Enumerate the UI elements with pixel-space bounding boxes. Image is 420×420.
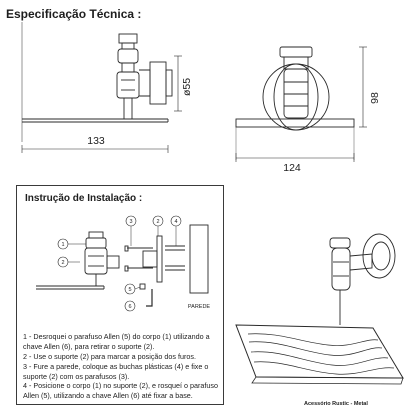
dimension-width: 124 — [283, 162, 301, 174]
installation-box — [16, 185, 224, 405]
front-view-drawing — [235, 46, 367, 162]
spec-title: Especificação Técnica : — [6, 7, 142, 21]
dimension-depth: 133 — [87, 135, 105, 147]
callout-2b: 2 — [61, 260, 64, 266]
installation-title: Instrução de Instalação : — [25, 193, 143, 204]
install-step-4: 4 - Posicione o corpo (1) no suporte (2)… — [23, 381, 218, 400]
callout-1: 1 — [61, 242, 64, 248]
callout-6: 6 — [128, 304, 131, 310]
dimension-diameter: ø55 — [181, 78, 193, 96]
product-illustration — [235, 233, 404, 385]
side-view-drawing — [21, 22, 182, 153]
install-step-1: 1 - Desroquei o parafuso Allen (5) do co… — [23, 332, 210, 351]
install-step-2: 2 - Use o suporte (2) para marcar a posi… — [23, 352, 196, 361]
callout-3: 3 — [129, 219, 132, 225]
callout-4: 4 — [174, 219, 177, 225]
dimension-height: 98 — [369, 92, 381, 104]
exploded-view-drawing — [36, 224, 209, 307]
wall-label: PAREDE — [188, 304, 211, 310]
product-name-label: Acessório Rustic - Metal — [304, 401, 368, 407]
callout-2: 2 — [156, 219, 159, 225]
callout-5: 5 — [128, 287, 131, 293]
install-step-3: 3 - Fure a parede, coloque as buchas plá… — [23, 362, 209, 381]
